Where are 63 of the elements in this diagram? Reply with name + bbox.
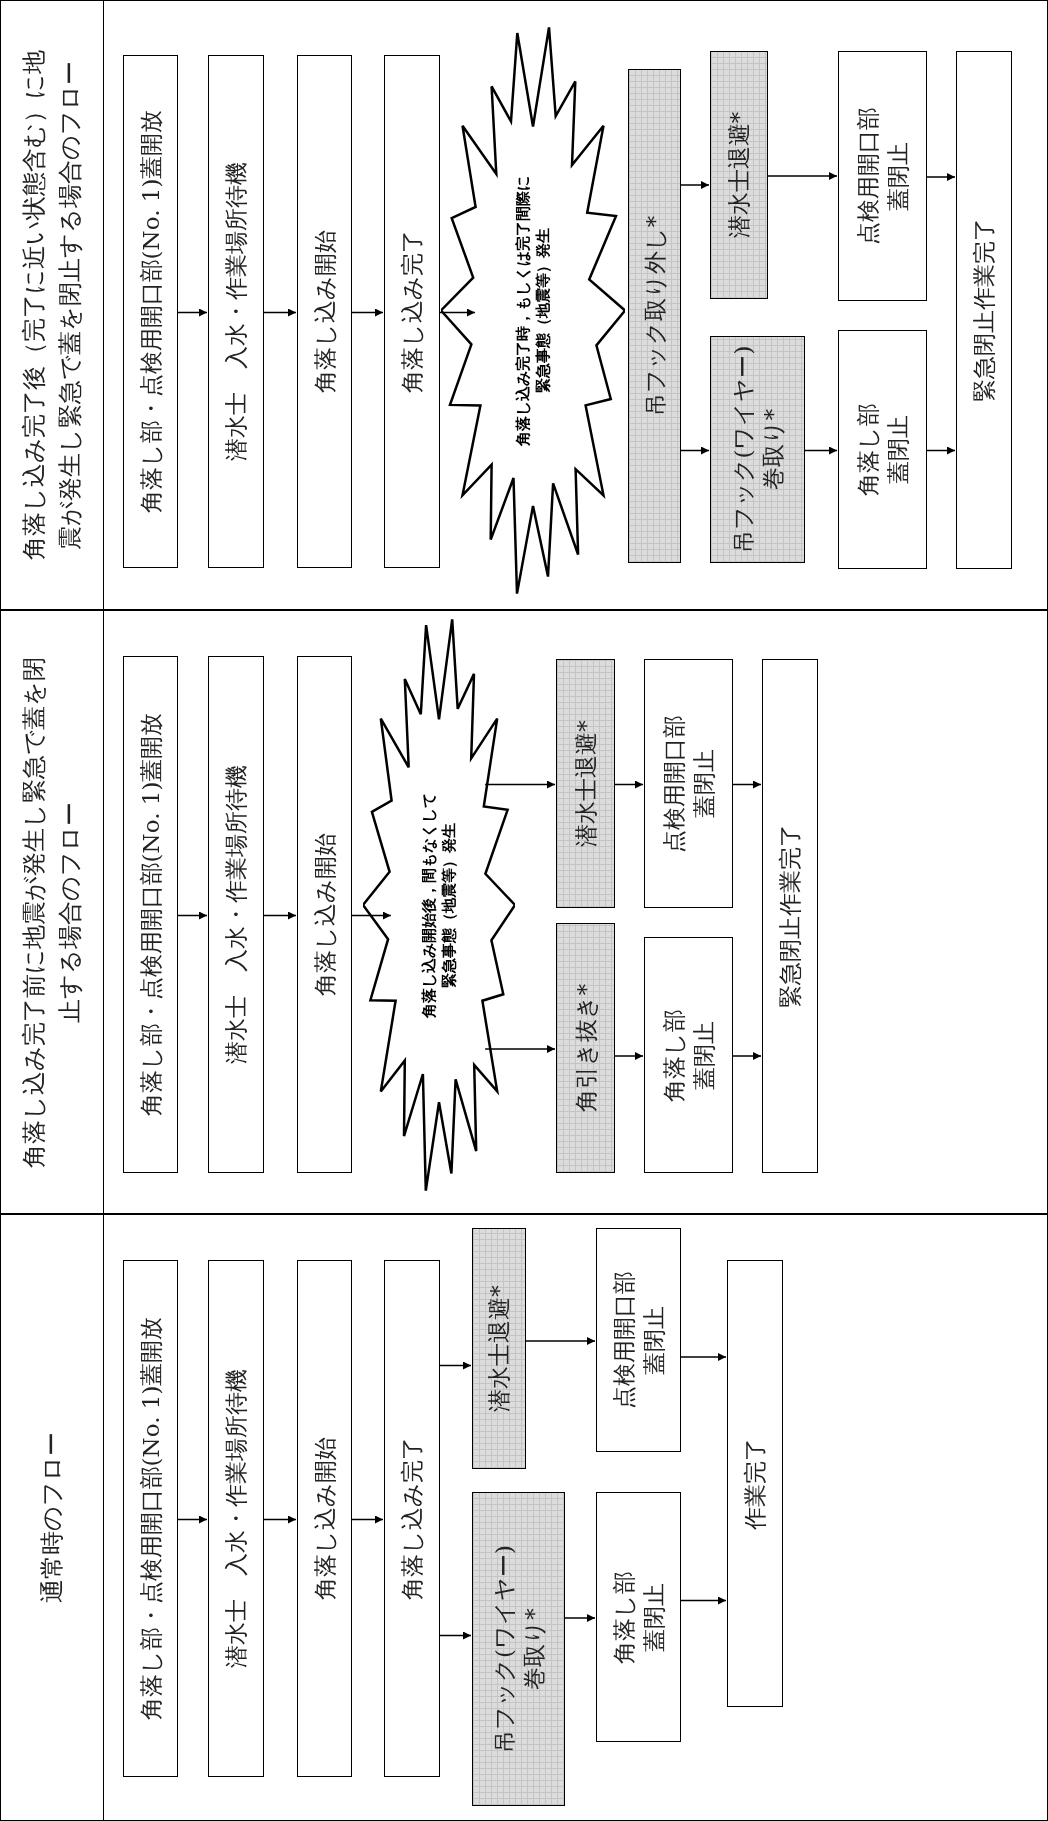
- arrow: [438, 1631, 472, 1640]
- arrow: [262, 911, 297, 920]
- arrow: [766, 172, 838, 180]
- arrow: [176, 308, 208, 317]
- process-box: 潜水士 入水・作業場所待機: [208, 1260, 264, 1777]
- process-box: 潜水士 入水・作業場所待機: [208, 656, 264, 1173]
- process-box: 吊フック取り外し*: [628, 69, 681, 563]
- arrow: [350, 308, 384, 317]
- arrow: [803, 446, 838, 455]
- arrow: [925, 446, 956, 455]
- process-box: 緊急閉止作業完了: [762, 659, 818, 1173]
- process-box: 角落し込み開始: [297, 656, 352, 1173]
- process-box: 吊フック(ワイヤー)巻取り*: [710, 336, 805, 563]
- process-box: 角落し部・点検用開口部(No. 1)蓋開放: [123, 55, 178, 568]
- process-box: 角引き抜き*: [556, 923, 615, 1173]
- arrow: [925, 173, 956, 181]
- process-box: 角落し部・点検用開口部(No. 1)蓋開放: [123, 656, 178, 1173]
- column-title: 角落し込み完了後（完了に近い状態含む）に地震が発生し緊急で蓋を閉止する場合のフロー: [19, 49, 85, 562]
- column-title: 通常時のフロー: [37, 1432, 67, 1603]
- column-title: 角落し込み完了前に地震が発生し緊急で蓋を閉止する場合のフロー: [19, 655, 85, 1170]
- process-box: 潜水士退避*: [710, 51, 768, 299]
- flow-column: [0, 610, 1048, 1214]
- flow-column: [0, 0, 1048, 610]
- process-box: 角落し込み完了: [384, 55, 440, 568]
- process-box: 角落し込み完了: [384, 1260, 440, 1777]
- arrow: [731, 1052, 762, 1060]
- flow-column: [0, 1214, 1048, 1821]
- process-box: 吊フック(ワイヤー)巻取り*: [472, 1492, 565, 1806]
- process-box: 角落し部蓋閉止: [644, 937, 733, 1173]
- arrow: [350, 1515, 384, 1524]
- arrow: [262, 1515, 297, 1524]
- process-box: 角落し部蓋閉止: [838, 330, 927, 569]
- process-box: 潜水士 入水・作業場所待機: [208, 55, 264, 568]
- arrow: [679, 446, 710, 455]
- arrow: [563, 1614, 596, 1622]
- process-box: 角落し部蓋閉止: [596, 1492, 681, 1742]
- process-box: 点検用開口部蓋閉止: [644, 659, 733, 908]
- arrow: [438, 308, 476, 317]
- arrow: [438, 1361, 472, 1370]
- arrow: [350, 911, 392, 920]
- process-box: 点検用開口部蓋閉止: [596, 1228, 681, 1452]
- arrow: [731, 780, 762, 789]
- arrow: [176, 911, 208, 920]
- arrow: [484, 780, 556, 789]
- arrow: [613, 1052, 644, 1060]
- arrow: [262, 308, 297, 317]
- arrow: [679, 1353, 727, 1361]
- arrow: [524, 1337, 596, 1345]
- burst-text: 角落し込み完了時，もしくは完了間際に緊急事態（地震等）発生: [513, 174, 553, 447]
- process-box: 角落し部・点検用開口部(No. 1)蓋開放: [123, 1260, 178, 1777]
- process-box: 作業完了: [727, 1260, 783, 1707]
- process-box: 角落し込み開始: [297, 1260, 352, 1777]
- arrow: [484, 1045, 556, 1053]
- burst-text: 角落し込み開始後，間もなくして緊急事態（地震等）発生: [419, 791, 459, 1019]
- process-box: 角落し込み開始: [297, 55, 352, 568]
- process-box: 緊急閉止作業完了: [956, 51, 1012, 569]
- process-box: 潜水士退避*: [556, 659, 615, 908]
- arrow: [679, 1596, 727, 1605]
- arrow: [613, 780, 644, 789]
- arrow: [679, 181, 710, 189]
- arrow: [176, 1515, 208, 1524]
- process-box: 潜水士退避*: [472, 1228, 526, 1469]
- process-box: 点検用開口部蓋閉止: [838, 51, 927, 301]
